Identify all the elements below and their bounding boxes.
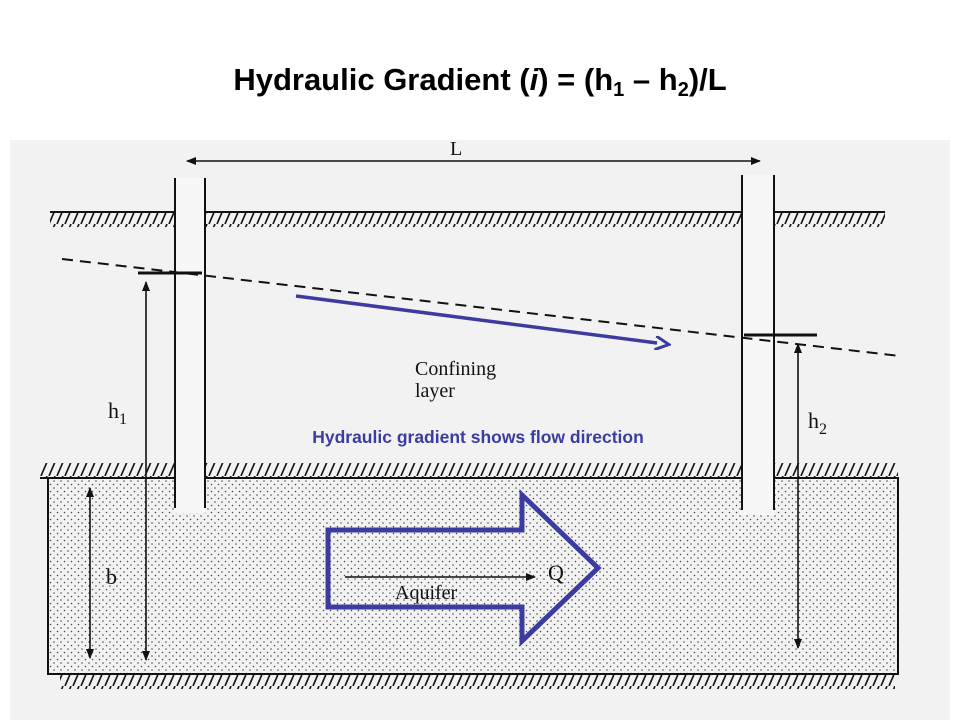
aquifer-top-hatch — [40, 463, 898, 478]
potentiometric-surface-line — [61, 258, 901, 357]
well-1 — [175, 178, 205, 513]
b-label: b — [106, 564, 117, 589]
gradient-flow-arrow — [295, 294, 657, 343]
length-label: L — [450, 138, 462, 160]
well-2 — [742, 175, 774, 515]
h2-label: h2 — [808, 408, 827, 438]
h1-label: h1 — [108, 398, 127, 428]
slide-title: Hydraulic Gradient (i) = (h1 – h2)/L — [233, 62, 727, 101]
aquifer-label: Aquifer — [395, 582, 458, 604]
aquifer-flow-block-arrow — [325, 489, 602, 647]
discharge-q-label: Q — [548, 560, 564, 585]
ground-surface-hatch — [50, 212, 885, 227]
gradient-annotation: Hydraulic gradient shows flow direction — [312, 427, 644, 447]
aquifer-bottom-hatch — [60, 674, 895, 689]
